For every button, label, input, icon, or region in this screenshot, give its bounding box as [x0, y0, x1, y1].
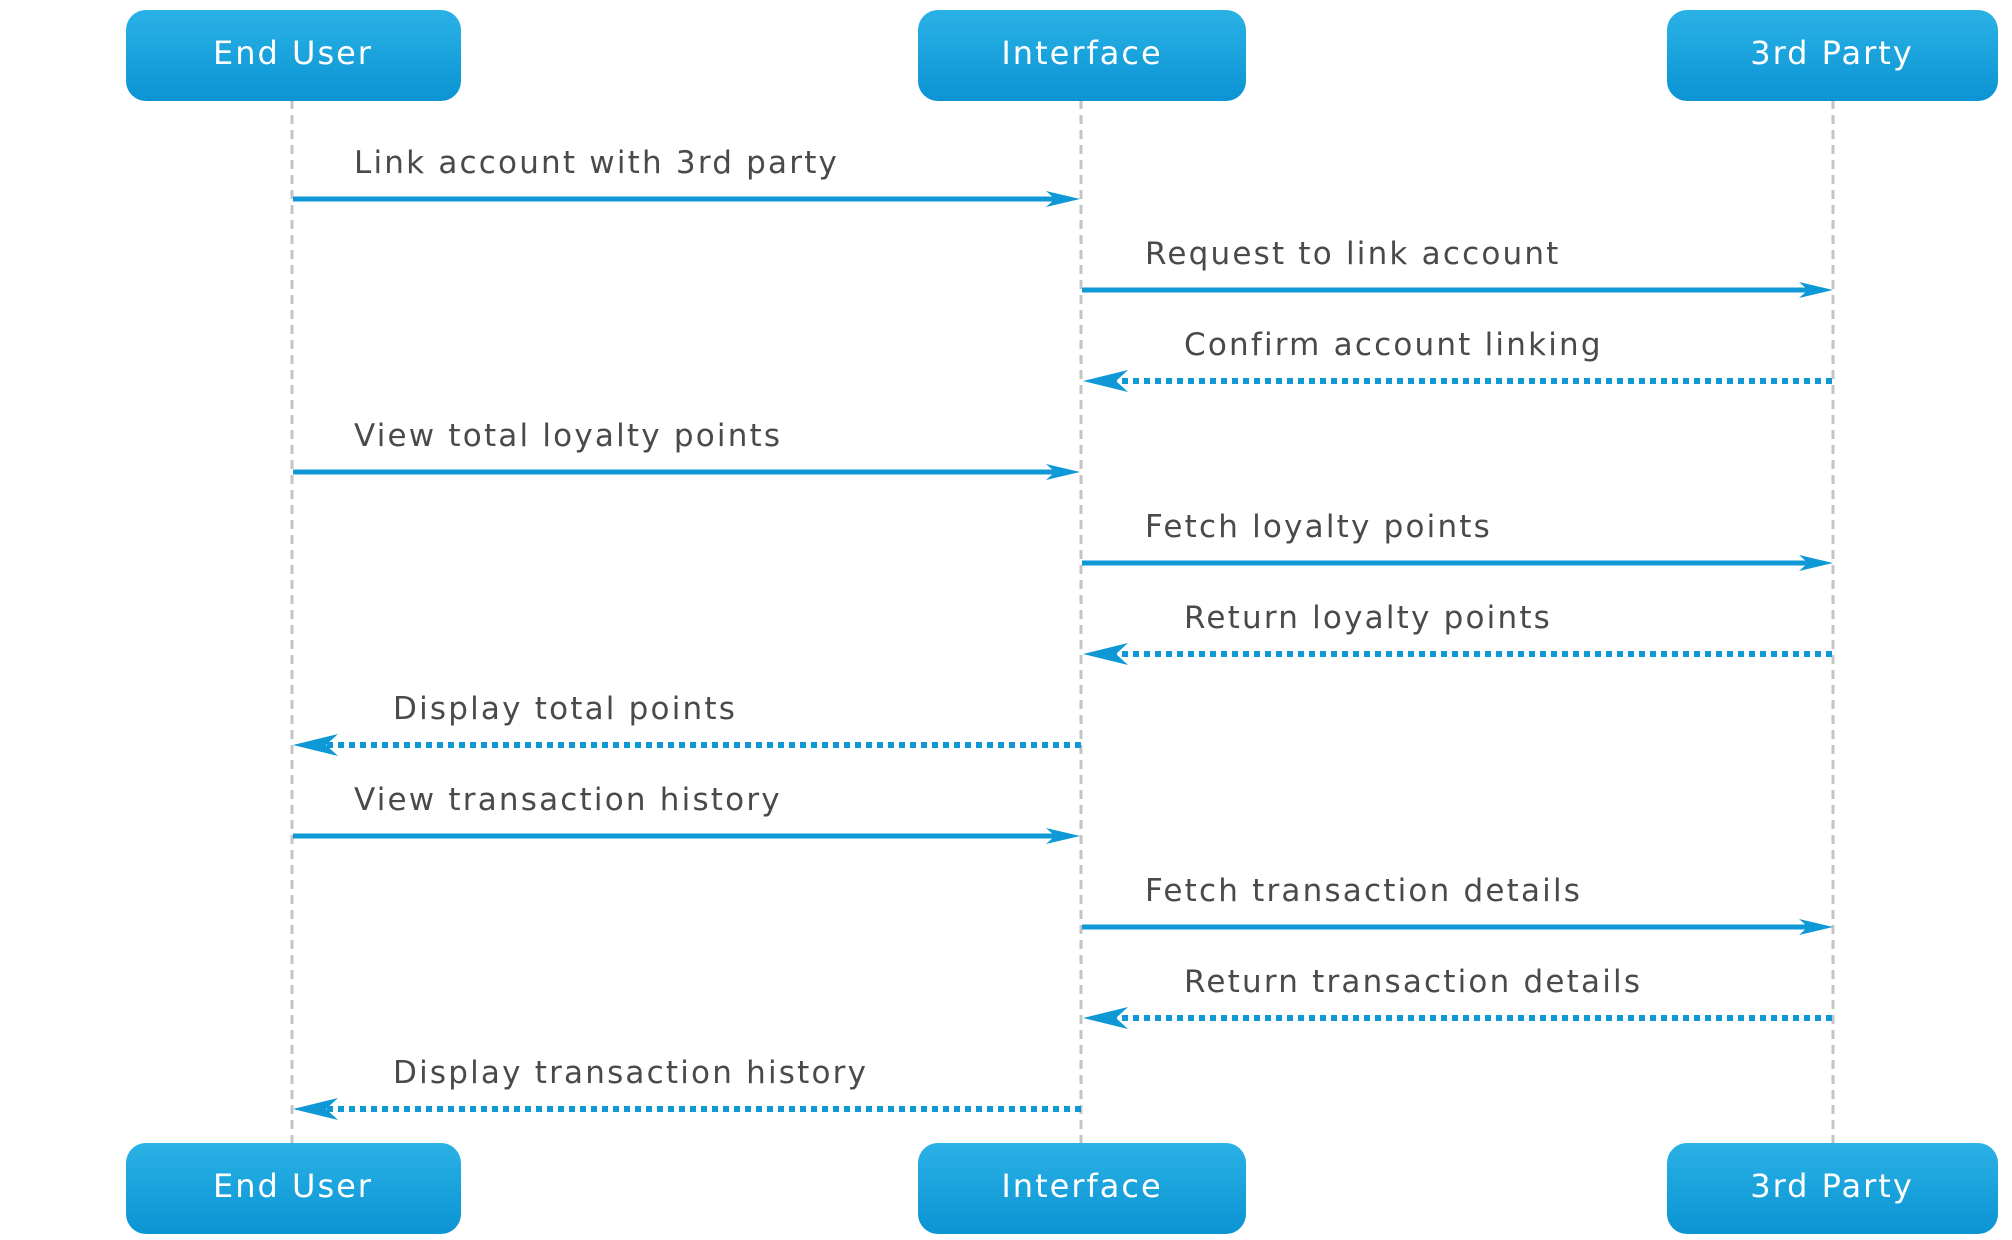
participant-interface-bottom: Interface: [918, 1143, 1246, 1234]
lifelines: [290, 100, 1835, 1146]
participant-label: Interface: [1001, 1167, 1162, 1205]
message-label: Fetch transaction details: [1145, 873, 1582, 909]
message-label: Request to link account: [1145, 236, 1561, 272]
participant-label: End User: [213, 34, 373, 72]
message-label: Confirm account linking: [1184, 327, 1603, 363]
participant-box: [918, 10, 1246, 101]
participant-box: [918, 1143, 1246, 1234]
participant-box: [1667, 1143, 1998, 1234]
message-label: Return loyalty points: [1184, 600, 1552, 636]
participant-label: 3rd Party: [1750, 1167, 1914, 1205]
arrowhead-left-icon: [1083, 1007, 1128, 1029]
arrowhead-right-icon: [1799, 555, 1833, 571]
participant-interface-top: Interface: [918, 10, 1246, 101]
message-11: Display transaction history: [293, 1055, 1081, 1120]
participant-end-user-bottom: End User: [126, 1143, 461, 1234]
message-3: Confirm account linking: [1083, 327, 1832, 392]
message-7: Display total points: [293, 691, 1081, 756]
message-label: Link account with 3rd party: [354, 145, 839, 181]
message-8: View transaction history: [293, 782, 1080, 844]
message-label: View total loyalty points: [354, 418, 782, 454]
message-10: Return transaction details: [1083, 964, 1832, 1029]
participant-3rd-party-top: 3rd Party: [1667, 10, 1998, 101]
message-label: Display total points: [393, 691, 737, 727]
message-4: View total loyalty points: [293, 418, 1080, 480]
message-label: Return transaction details: [1184, 964, 1642, 1000]
arrowhead-right-icon: [1046, 828, 1080, 844]
participant-box: [126, 1143, 461, 1234]
message-5: Fetch loyalty points: [1082, 509, 1833, 571]
participant-label: Interface: [1001, 34, 1162, 72]
arrowhead-right-icon: [1046, 464, 1080, 480]
arrowhead-right-icon: [1799, 282, 1833, 298]
participant-label: End User: [213, 1167, 373, 1205]
participant-box: [1667, 10, 1998, 101]
message-label: Display transaction history: [393, 1055, 868, 1091]
message-2: Request to link account: [1082, 236, 1833, 298]
participant-3rd-party-bottom: 3rd Party: [1667, 1143, 1998, 1234]
arrowhead-left-icon: [1083, 643, 1128, 665]
message-9: Fetch transaction details: [1082, 873, 1833, 935]
participant-label: 3rd Party: [1750, 34, 1914, 72]
message-label: Fetch loyalty points: [1145, 509, 1492, 545]
arrowhead-left-icon: [1083, 370, 1128, 392]
arrowhead-right-icon: [1799, 919, 1833, 935]
participant-end-user-top: End User: [126, 10, 461, 101]
participant-box: [126, 10, 461, 101]
arrowhead-right-icon: [1046, 191, 1080, 207]
message-label: View transaction history: [354, 782, 782, 818]
arrowhead-left-icon: [293, 1098, 338, 1120]
message-6: Return loyalty points: [1083, 600, 1832, 665]
message-1: Link account with 3rd party: [293, 145, 1080, 207]
arrowhead-left-icon: [293, 734, 338, 756]
